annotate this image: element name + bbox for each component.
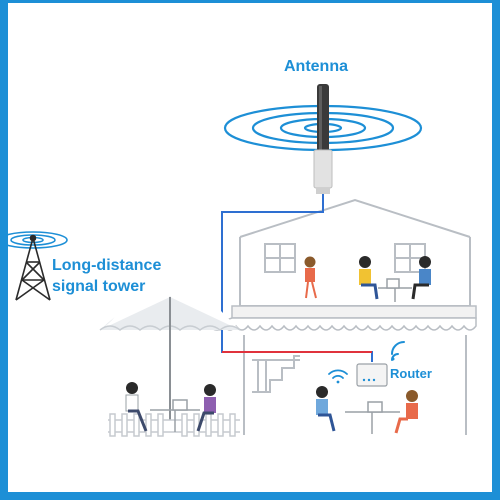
wifi-icon-small — [328, 369, 348, 384]
outdoor-table — [150, 399, 200, 432]
antenna-cable — [221, 194, 373, 362]
signal-tower-label: Long-distance signal tower — [52, 255, 161, 297]
person-upstairs-1 — [304, 256, 317, 299]
frame-top-line — [0, 0, 500, 3]
person-downstairs-right — [394, 390, 418, 434]
signal-tower-icon — [15, 234, 51, 301]
signal-tower-label-line1: Long-distance — [52, 257, 162, 274]
person-outdoor-left — [125, 382, 148, 432]
router-icon — [356, 363, 388, 387]
downstairs-table — [345, 401, 400, 434]
person-downstairs-left — [316, 386, 336, 432]
person-outdoor-right — [196, 384, 216, 432]
person-upstairs-3 — [411, 256, 431, 300]
antenna-label: Antenna — [284, 58, 348, 75]
umbrella-icon — [99, 280, 241, 420]
awning — [206, 305, 477, 331]
fence — [108, 413, 240, 437]
antenna-icon — [313, 84, 333, 194]
wifi-icon — [391, 341, 405, 361]
person-upstairs-2 — [359, 256, 379, 300]
router-label: Router — [390, 366, 432, 381]
upstairs-table — [378, 278, 412, 302]
signal-tower-label-line2: signal tower — [52, 278, 146, 295]
